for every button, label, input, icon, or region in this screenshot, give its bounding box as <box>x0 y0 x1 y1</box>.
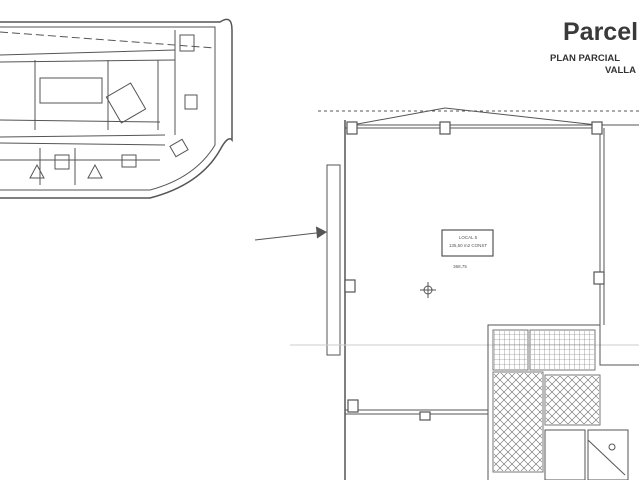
subtitle-plan-parcial: PLAN PARCIAL <box>550 53 621 64</box>
level-mark: 368,75 <box>453 264 467 269</box>
room-label: LOCAL 5 <box>458 235 478 240</box>
room-area: 135,50 m2 CONST <box>448 243 488 248</box>
main-plan <box>290 107 639 480</box>
key-plan <box>0 18 233 199</box>
arrow <box>254 226 327 241</box>
subtitle-valla: VALLA <box>605 65 636 76</box>
parcel-title: Parcel <box>563 18 639 46</box>
